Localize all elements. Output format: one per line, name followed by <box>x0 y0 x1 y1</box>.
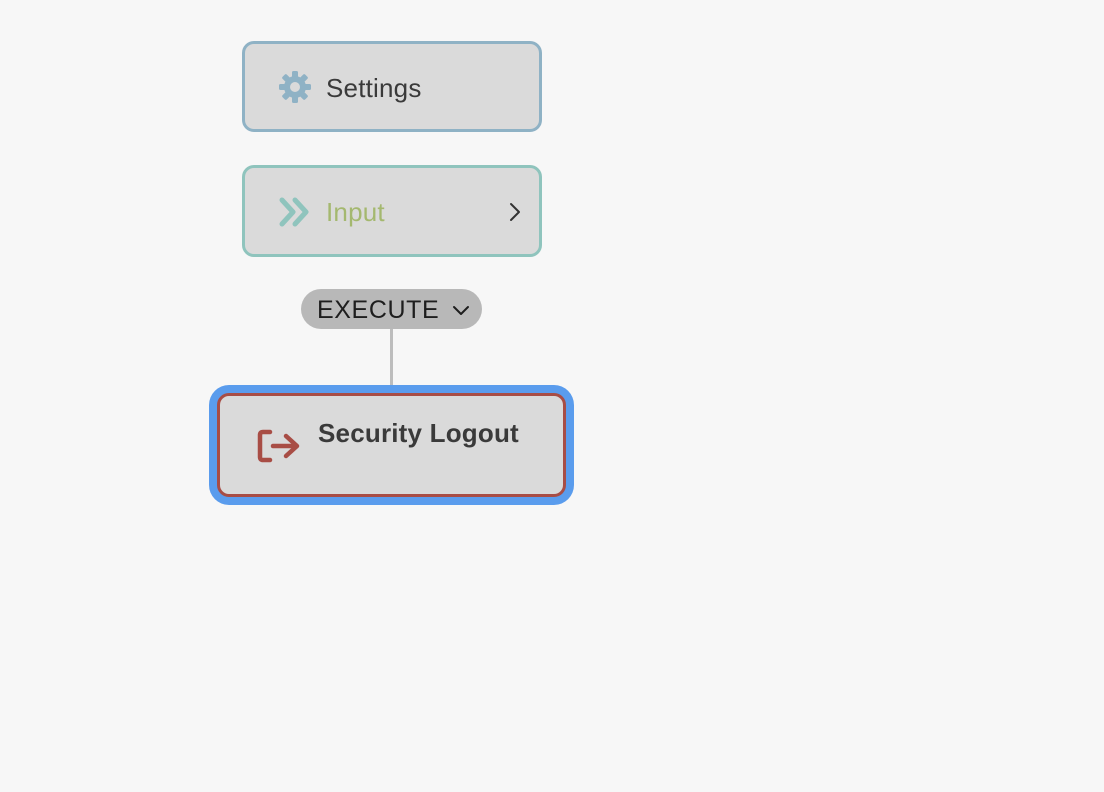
gear-icon <box>278 70 312 104</box>
input-node[interactable]: Input <box>242 165 542 257</box>
double-chevron-right-icon <box>278 195 312 229</box>
security-logout-node[interactable]: Security Logout <box>217 393 566 497</box>
chevron-down-icon <box>451 303 471 319</box>
input-node-label: Input <box>326 197 385 227</box>
execute-label: EXECUTE <box>317 296 440 324</box>
settings-node-label: Settings <box>326 73 422 103</box>
connector-line <box>390 329 393 387</box>
chevron-right-icon[interactable] <box>505 200 525 224</box>
security-logout-node-label: Security Logout <box>318 418 519 448</box>
logout-icon <box>256 428 302 464</box>
execute-dropdown[interactable]: EXECUTE <box>301 289 482 329</box>
settings-node[interactable]: Settings <box>242 41 542 132</box>
